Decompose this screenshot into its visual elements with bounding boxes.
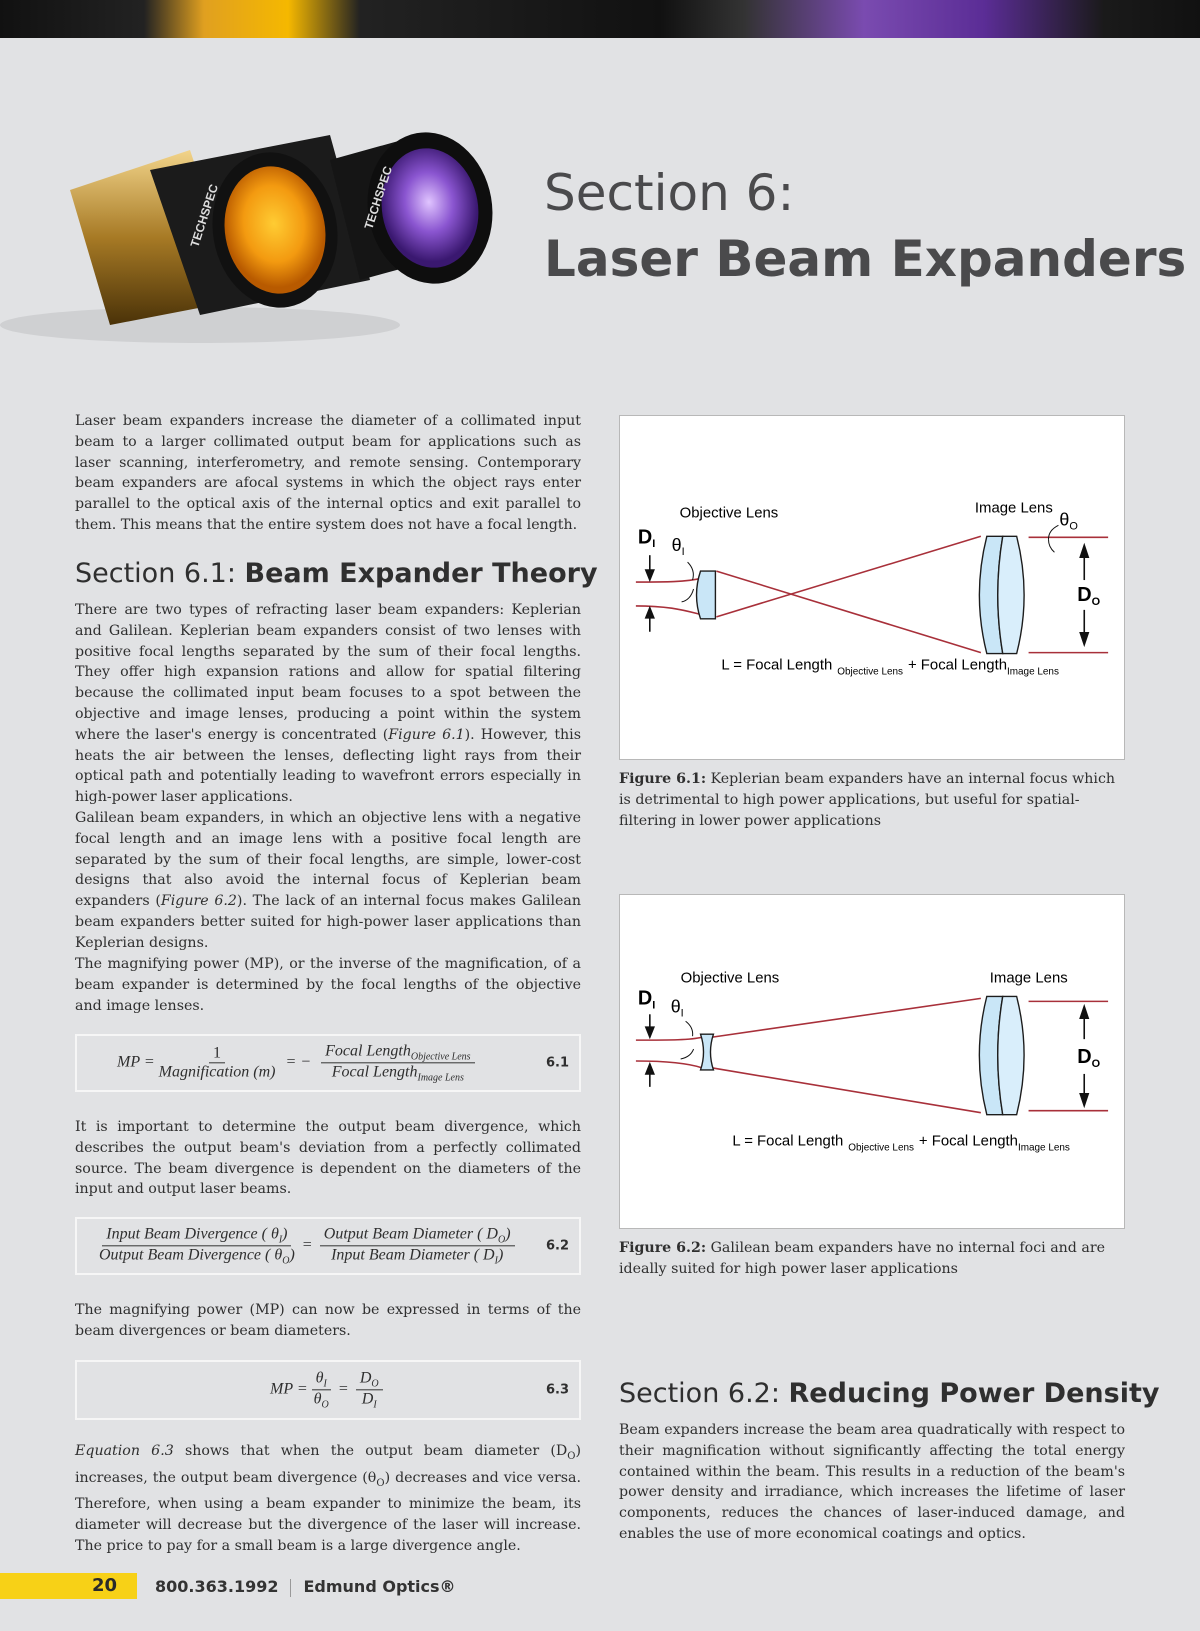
- figure-6-2-caption: Figure 6.2: Galilean beam expanders have…: [619, 1240, 1106, 1277]
- objective-lens-shape: [699, 1033, 715, 1071]
- dimension-arrows: [644, 1003, 1090, 1109]
- section-6-1-heading: Section 6.1: Beam Expander Theory: [75, 558, 598, 589]
- objective-lens-label: Objective Lens: [681, 970, 780, 986]
- product-photo-beam-expanders: TECHSPEC TECHSPEC: [0, 132, 493, 343]
- equation-number: 6.1: [545, 1055, 569, 1071]
- equation-6-2: Input Beam Divergence ( θI)Output Beam D…: [75, 1217, 581, 1275]
- power-density-paragraph: Beam expanders increase the beam area qu…: [619, 1422, 1125, 1542]
- footer-divider: [290, 1578, 292, 1597]
- svg-text:θO: θO: [1059, 509, 1077, 532]
- page-title: Section 6: Laser Beam Expanders: [544, 160, 1186, 292]
- magnifying-power-paragraph: The magnifying power (MP), or the invers…: [75, 956, 581, 1014]
- svg-text:DO: DO: [1077, 1046, 1100, 1070]
- svg-text:θI: θI: [671, 996, 684, 1019]
- figure-ref-link: Figure 6.2: [160, 893, 237, 910]
- figure-ref-link: Figure 6.1: [388, 726, 465, 743]
- beam-rays: [635, 997, 1109, 1114]
- figure-6-1-caption: Figure 6.1: Keplerian beam expanders hav…: [619, 771, 1116, 829]
- figure-6-2-galilean-diagram: Objective Lens Image Lens DI θI DO L = F…: [619, 894, 1125, 1229]
- dimension-arrows: [644, 542, 1090, 648]
- equation-number: 6.2: [545, 1238, 569, 1254]
- footer-phone: 800.363.1992: [155, 1577, 279, 1596]
- image-lens-element: [997, 535, 1025, 655]
- page-number: 20: [92, 1575, 118, 1596]
- figure-6-1-keplerian-diagram: Objective Lens Image Lens DI θI θO DO L …: [619, 415, 1125, 760]
- image-lens-label: Image Lens: [990, 970, 1068, 986]
- footer-brand: Edmund Optics®: [303, 1577, 456, 1596]
- svg-text:DO: DO: [1077, 584, 1100, 608]
- title-line-1: Section 6:: [544, 164, 795, 222]
- divergence-paragraph: It is important to determine the output …: [75, 1119, 581, 1198]
- equation-number: 6.3: [545, 1382, 569, 1398]
- galilean-paragraph: Galilean beam expanders, in which an obj…: [75, 810, 581, 951]
- footer-contact: 800.363.1992 Edmund Optics®: [155, 1577, 456, 1597]
- section-6-2-heading: Section 6.2: Reducing Power Density: [619, 1378, 1160, 1409]
- svg-text:θI: θI: [672, 535, 685, 558]
- image-lens-label: Image Lens: [975, 500, 1053, 516]
- image-lens-element: [997, 995, 1025, 1116]
- keplerian-paragraph: There are two types of refracting laser …: [75, 602, 581, 806]
- title-line-2: Laser Beam Expanders: [544, 230, 1187, 288]
- mp-paragraph: The magnifying power (MP) can now be exp…: [75, 1302, 581, 1339]
- header-banner-image: [0, 0, 1200, 38]
- equation-explanation-paragraph: Equation 6.3 shows that when the output …: [75, 1443, 582, 1554]
- svg-text:DI: DI: [638, 987, 655, 1011]
- footer-page-bar: [0, 1573, 137, 1599]
- intro-paragraph: Laser beam expanders increase the diamet…: [75, 413, 581, 533]
- beam-rays: [635, 535, 1109, 654]
- svg-text:DI: DI: [638, 526, 655, 550]
- objective-lens-shape: [695, 570, 717, 620]
- objective-lens-label: Objective Lens: [680, 505, 779, 521]
